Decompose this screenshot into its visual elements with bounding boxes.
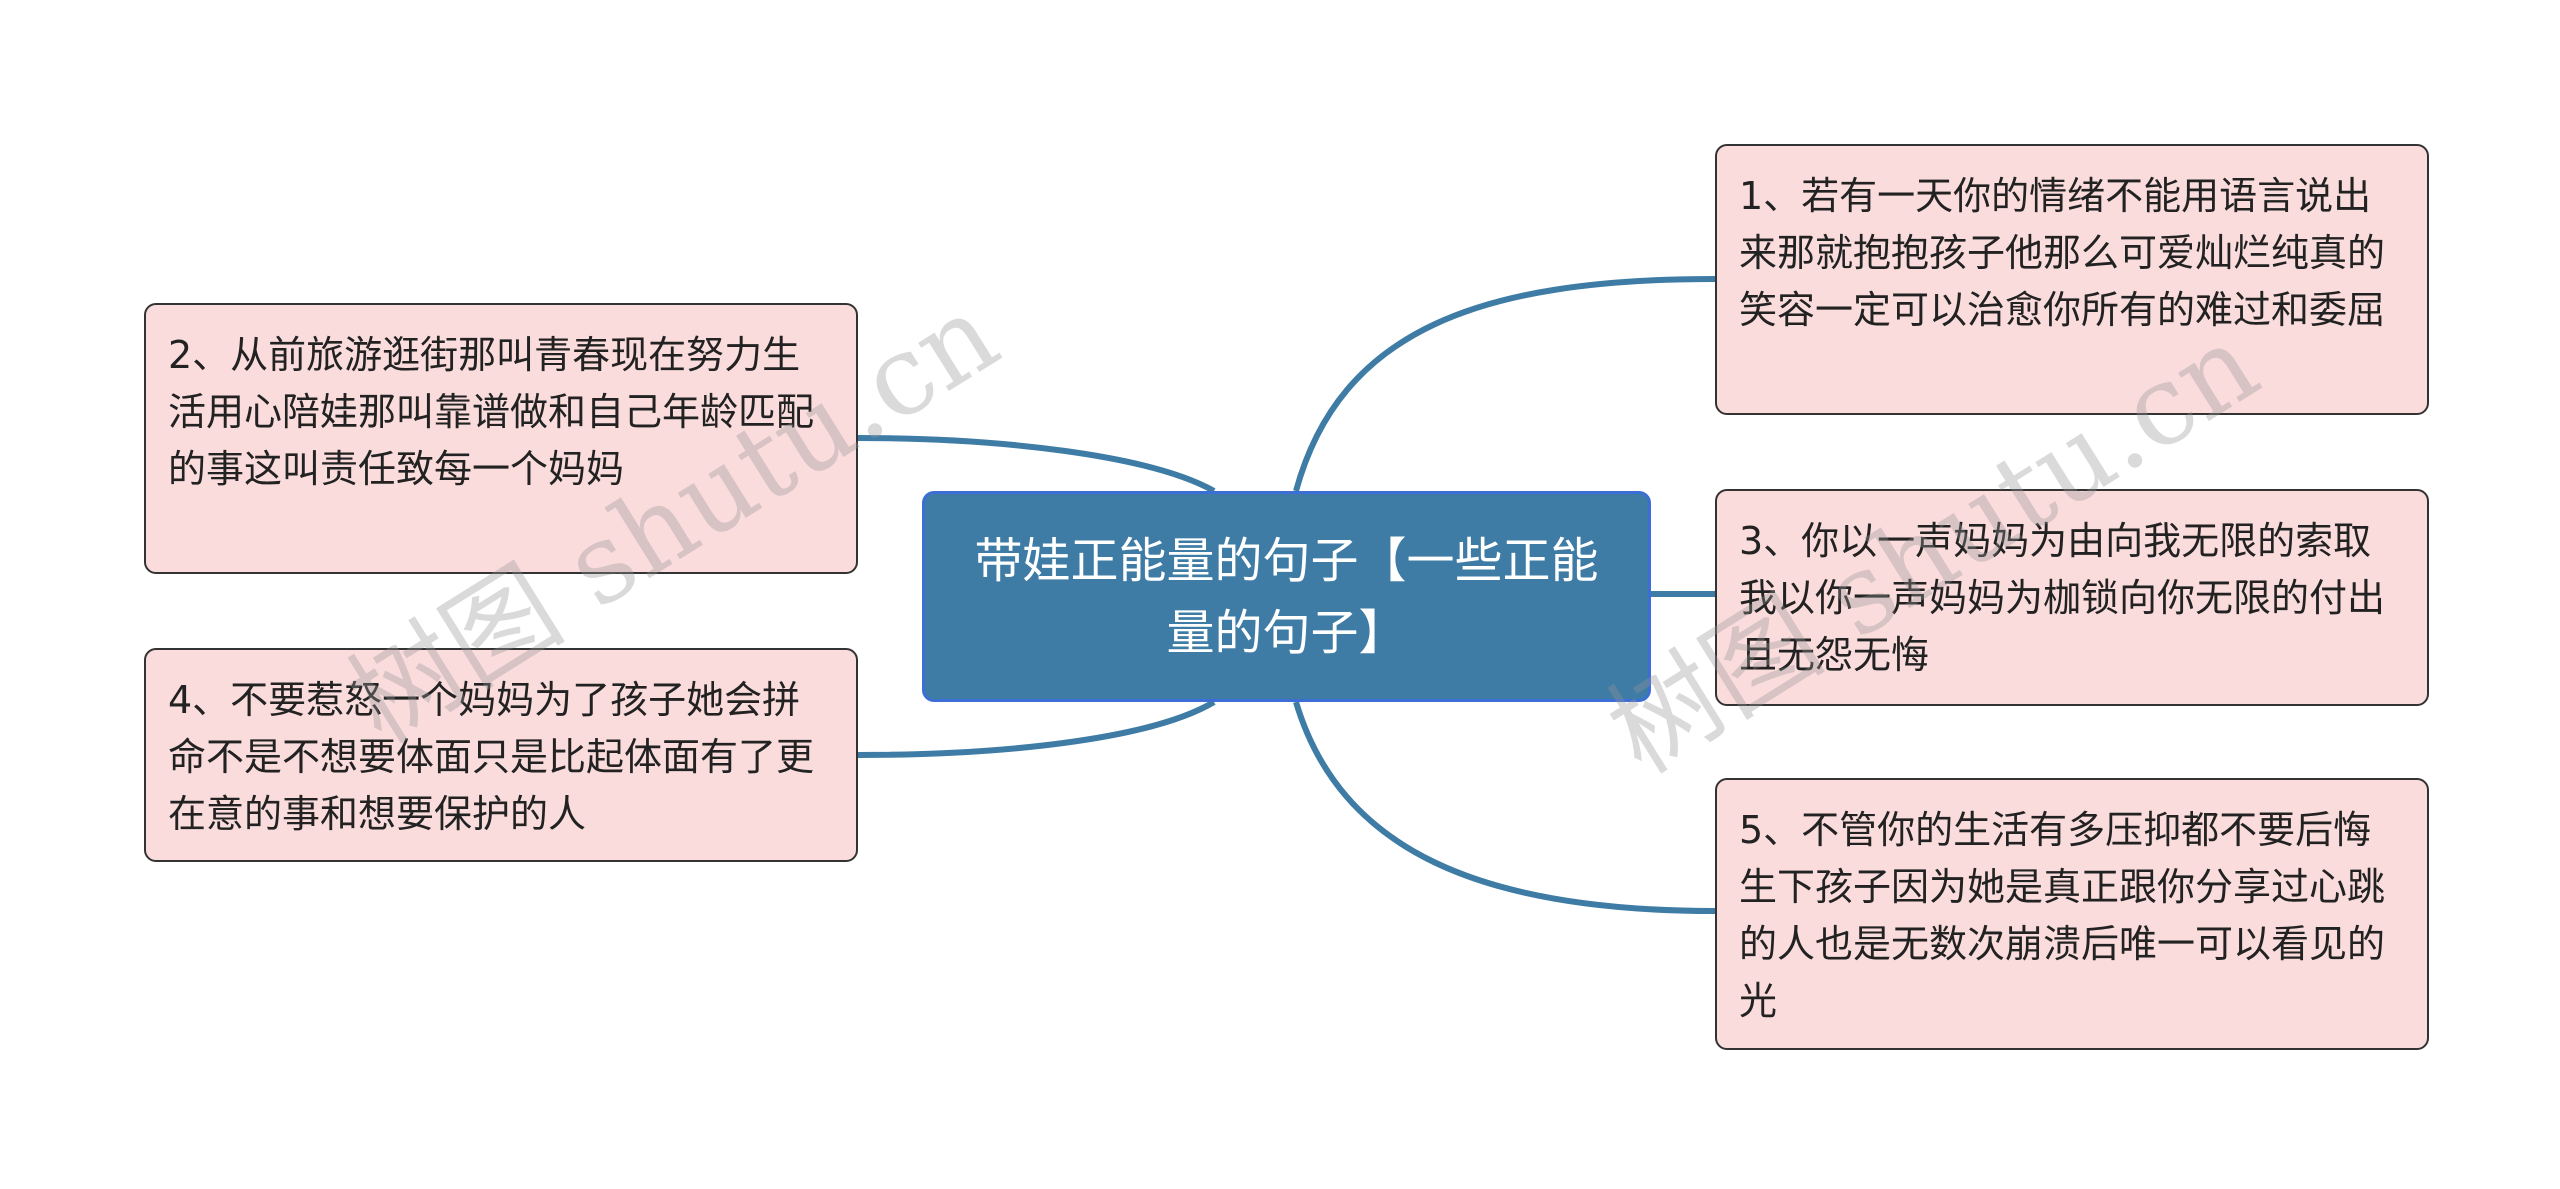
topic-label: 4、不要惹怒一个妈妈为了孩子她会拼命不是不想要体面只是比起体面有了更在意的事和想…: [168, 678, 815, 836]
topic-label: 3、你以一声妈妈为由向我无限的索取我以你一声妈妈为枷锁向你无限的付出且无怨无悔: [1739, 519, 2386, 677]
topic-label: 5、不管你的生活有多压抑都不要后悔生下孩子因为她是真正跟你分享过心跳的人也是无数…: [1739, 808, 2386, 1023]
topic-label: 2、从前旅游逛街那叫青春现在努力生活用心陪娃那叫靠谱做和自己年龄匹配的事这叫责任…: [168, 333, 815, 491]
topic-node-4[interactable]: 4、不要惹怒一个妈妈为了孩子她会拼命不是不想要体面只是比起体面有了更在意的事和想…: [144, 648, 858, 862]
link-node-5: [1293, 701, 1716, 914]
topic-node-5[interactable]: 5、不管你的生活有多压抑都不要后悔生下孩子因为她是真正跟你分享过心跳的人也是无数…: [1715, 778, 2429, 1050]
link-node-1: [1293, 276, 1716, 492]
topic-node-1[interactable]: 1、若有一天你的情绪不能用语言说出来那就抱抱孩子他那么可爱灿烂纯真的笑容一定可以…: [1715, 144, 2429, 415]
topic-label: 1、若有一天你的情绪不能用语言说出来那就抱抱孩子他那么可爱灿烂纯真的笑容一定可以…: [1739, 174, 2386, 332]
topic-node-3[interactable]: 3、你以一声妈妈为由向我无限的索取我以你一声妈妈为枷锁向你无限的付出且无怨无悔: [1715, 489, 2429, 706]
topic-node-2[interactable]: 2、从前旅游逛街那叫青春现在努力生活用心陪娃那叫靠谱做和自己年龄匹配的事这叫责任…: [144, 303, 858, 574]
link-node-4: [857, 699, 1216, 758]
central-topic-label: 带娃正能量的句子【一些正能量的句子】: [974, 532, 1599, 661]
central-topic[interactable]: 带娃正能量的句子【一些正能量的句子】: [922, 491, 1651, 702]
link-node-2: [857, 435, 1216, 494]
